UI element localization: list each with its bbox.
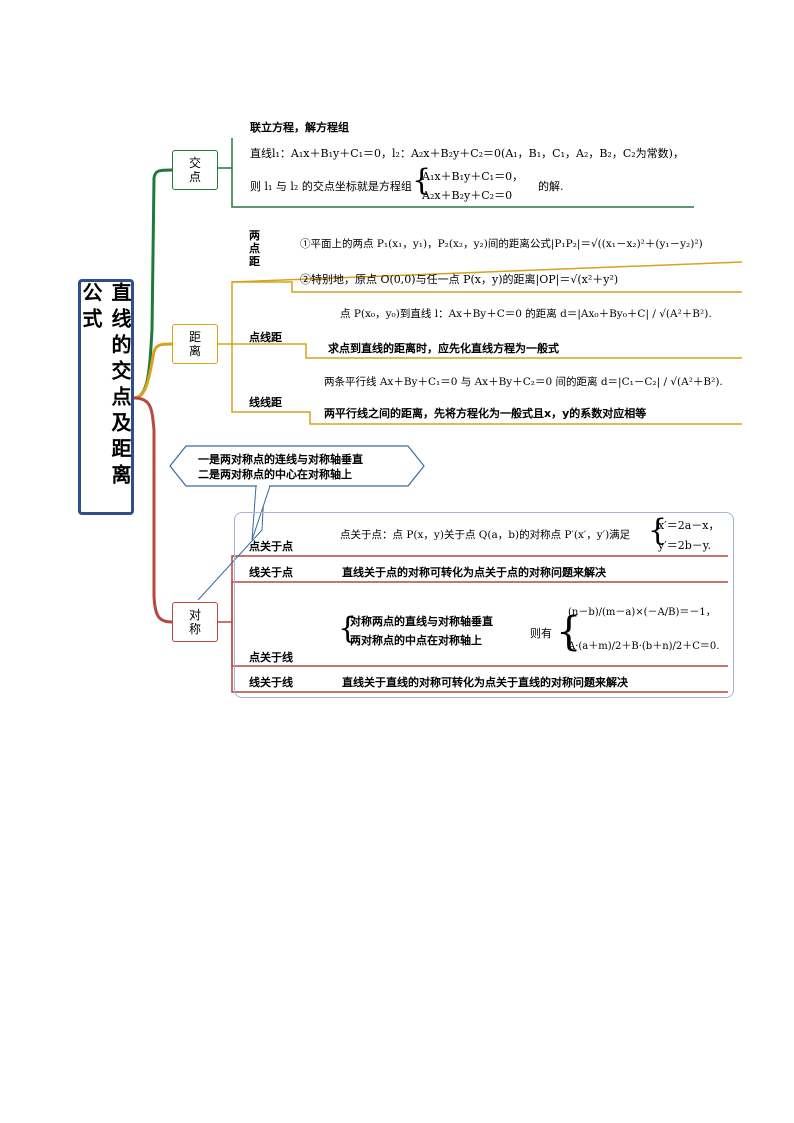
point-point-text: 点关于点：点 P(x，y)关于点 Q(a，b)的对称点 P′(x′，y′)满足 <box>340 529 631 541</box>
callout-line2: 二是两对称点的中心在对称轴上 <box>198 468 352 481</box>
symmetry-group-frame <box>234 512 734 698</box>
point-line-eq-brace: { <box>556 609 582 655</box>
system-brace: { <box>412 163 432 198</box>
point-point-eq1: x′＝2a－x， <box>658 519 720 532</box>
point-point-brace: { <box>648 513 668 548</box>
node-intersection: 交点 <box>172 150 218 190</box>
node-intersection-label: 交点 <box>188 156 201 184</box>
point-line-cond-brace: { <box>338 611 358 646</box>
intersection-line2-suffix: 的解. <box>538 180 564 193</box>
line-line-sym-text: 直线关于直线的对称可转化为点关于直线的对称问题来解决 <box>342 676 628 689</box>
line-point-label: 线关于点 <box>249 566 293 579</box>
intersection-heading: 联立方程，解方程组 <box>250 121 349 134</box>
node-distance: 距离 <box>172 324 218 364</box>
callout-line1: 一是两对称点的连线与对称轴垂直 <box>198 453 363 466</box>
line-line-label: 线线距 <box>249 396 282 409</box>
intersection-system-a: A₁x＋B₁y＋C₁＝0， <box>422 170 524 183</box>
point-line-eq2: A·(a＋m)/2＋B·(b＋n)/2＋C＝0. <box>568 641 720 652</box>
line-point-text: 直线关于点的对称可转化为点关于点的对称问题来解决 <box>342 566 606 579</box>
intersection-line1: 直线l₁：A₁x＋B₁y＋C₁＝0，l₂：A₂x＋B₂y＋C₂＝0(A₁，B₁，… <box>250 147 684 160</box>
node-symmetry: 对称 <box>172 602 218 642</box>
two-points-label: 两点距 <box>249 229 260 268</box>
line-line-note: 两平行线之间的距离，先将方程化为一般式且x，y的系数对应相等 <box>324 407 647 420</box>
point-point-label: 点关于点 <box>249 540 293 553</box>
point-point-eq2: y′＝2b－y. <box>658 539 712 552</box>
point-line-note: 求点到直线的距离时，应先化直线方程为一般式 <box>328 342 559 355</box>
point-line-sym-label: 点关于线 <box>249 651 293 664</box>
point-line-eq1: (n－b)/(m－a)×(－A/B)＝－1， <box>568 607 716 618</box>
line-line-formula: 两条平行线 Ax＋By＋C₁＝0 与 Ax＋By＋C₂＝0 间的距离 d＝|C₁… <box>324 376 723 388</box>
two-points-formula1: ①平面上的两点 P₁(x₁，y₁)，P₂(x₂，y₂)间的距离公式|P₁P₂|＝… <box>300 238 703 250</box>
point-line-label: 点线距 <box>249 331 282 344</box>
two-points-formula2: ②特别地，原点 O(0,0)与任一点 P(x，y)的距离|OP|＝√(x²＋y²… <box>300 273 619 286</box>
point-line-formula: 点 P(x₀，y₀)到直线 l：Ax＋By＋C＝0 的距离 d＝|Ax₀＋By₀… <box>340 308 712 320</box>
point-line-then: 则有 <box>530 627 552 640</box>
point-line-cond2: 两对称点的中点在对称轴上 <box>350 634 482 647</box>
intersection-system-b: A₂x＋B₂y＋C₂＝0 <box>422 189 513 202</box>
intersection-line2-prefix: 则 l₁ 与 l₂ 的交点坐标就是方程组 <box>250 180 412 193</box>
line-line-sym-label: 线关于线 <box>249 676 293 689</box>
root-topic: 直线的交点及距离公式 <box>78 279 134 515</box>
point-line-cond1: 对称两点的直线与对称轴垂直 <box>350 615 493 628</box>
node-symmetry-label: 对称 <box>188 608 201 636</box>
root-title: 直线的交点及距离公式 <box>79 282 132 490</box>
node-distance-label: 距离 <box>188 330 201 358</box>
